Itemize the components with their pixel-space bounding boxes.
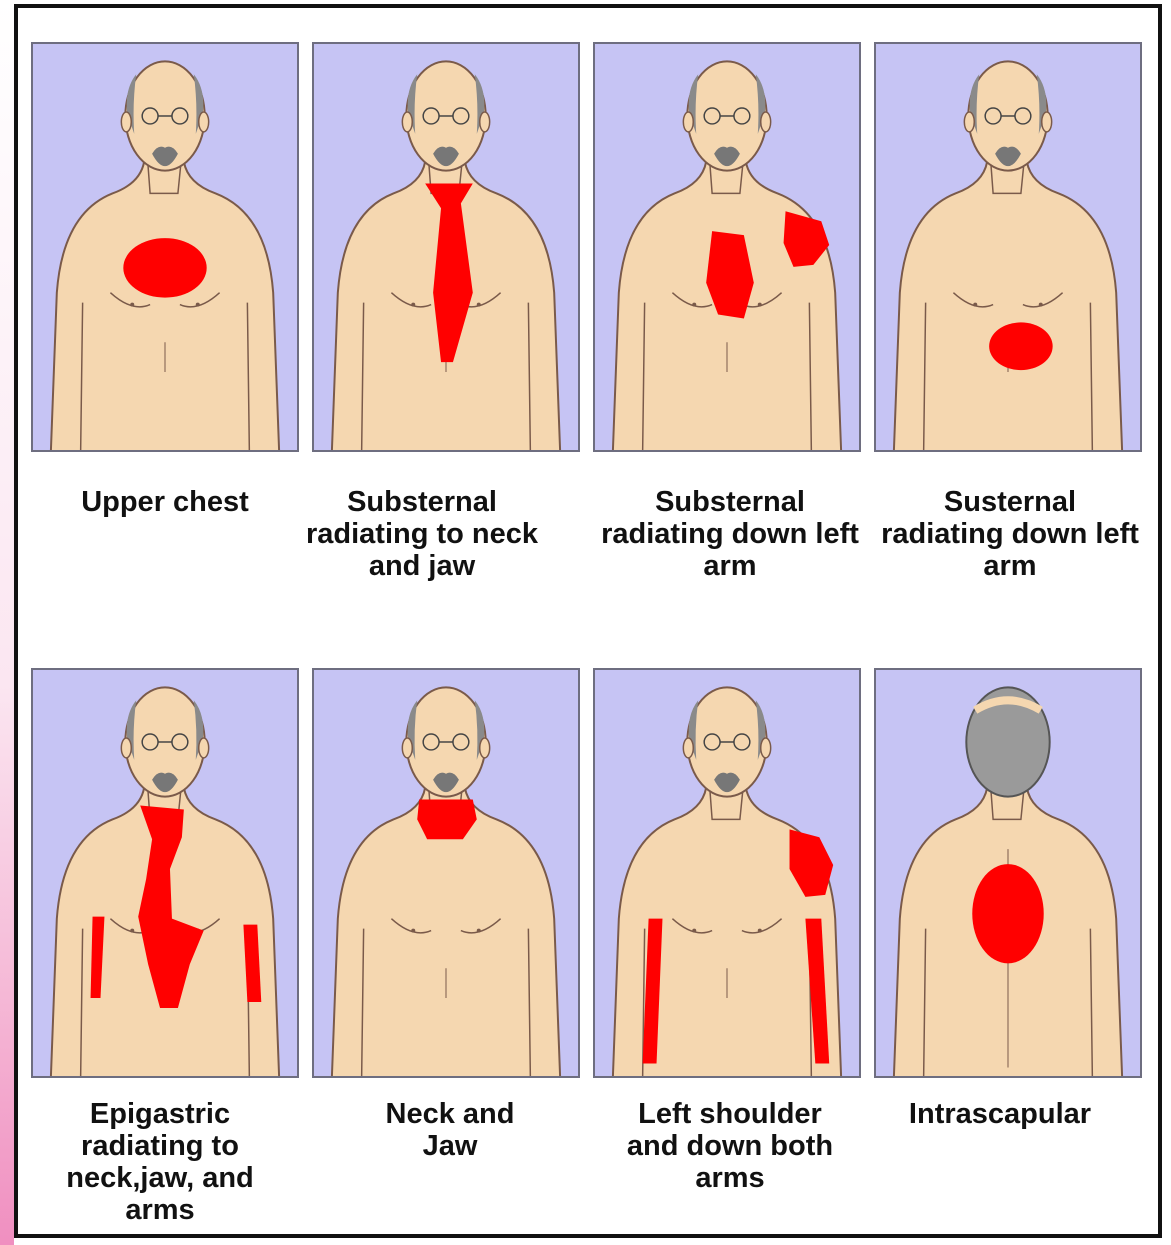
caption-epigastric: Epigastric radiating to neck,jaw, and ar… <box>30 1098 290 1226</box>
panel-epigastric <box>31 668 299 1078</box>
caption-substernal-left-arm: Substernal radiating down left arm <box>600 486 860 582</box>
panel-upper-chest <box>31 42 299 452</box>
figure-back-view <box>876 670 1140 1076</box>
caption-intrascapular: Intrascapular <box>870 1098 1130 1130</box>
caption-substernal-neck-jaw: Substernal radiating to neck and jaw <box>292 486 552 582</box>
caption-upper-chest: Upper chest <box>20 486 310 518</box>
figure-front-view <box>314 44 578 450</box>
figure-front-view <box>595 44 859 450</box>
caption-left-shoulder-both-arms: Left shoulder and down both arms <box>610 1098 850 1194</box>
figure-front-view <box>314 670 578 1076</box>
pain-area-upper-chest-oval <box>123 238 206 298</box>
person-figure <box>332 687 560 1076</box>
panel-substernal-neck-jaw <box>312 42 580 452</box>
figure-front-view <box>33 44 297 450</box>
panel-susternal-left-arm <box>874 42 1142 452</box>
caption-neck-and-jaw: Neck and Jaw <box>370 1098 530 1162</box>
left-decorative-strip <box>0 0 14 1245</box>
figure-front-view <box>33 670 297 1076</box>
pain-area-between-shoulder-blades <box>972 864 1043 963</box>
caption-susternal-left-arm: Susternal radiating down left arm <box>880 486 1140 582</box>
figure-front-view <box>595 670 859 1076</box>
figure-front-view <box>876 44 1140 450</box>
panel-left-shoulder-both-arms <box>593 668 861 1078</box>
panel-intrascapular <box>874 668 1142 1078</box>
panel-neck-and-jaw <box>312 668 580 1078</box>
pain-area-epigastric-oval <box>989 322 1053 370</box>
panel-substernal-left-arm <box>593 42 861 452</box>
person-figure <box>894 61 1122 450</box>
